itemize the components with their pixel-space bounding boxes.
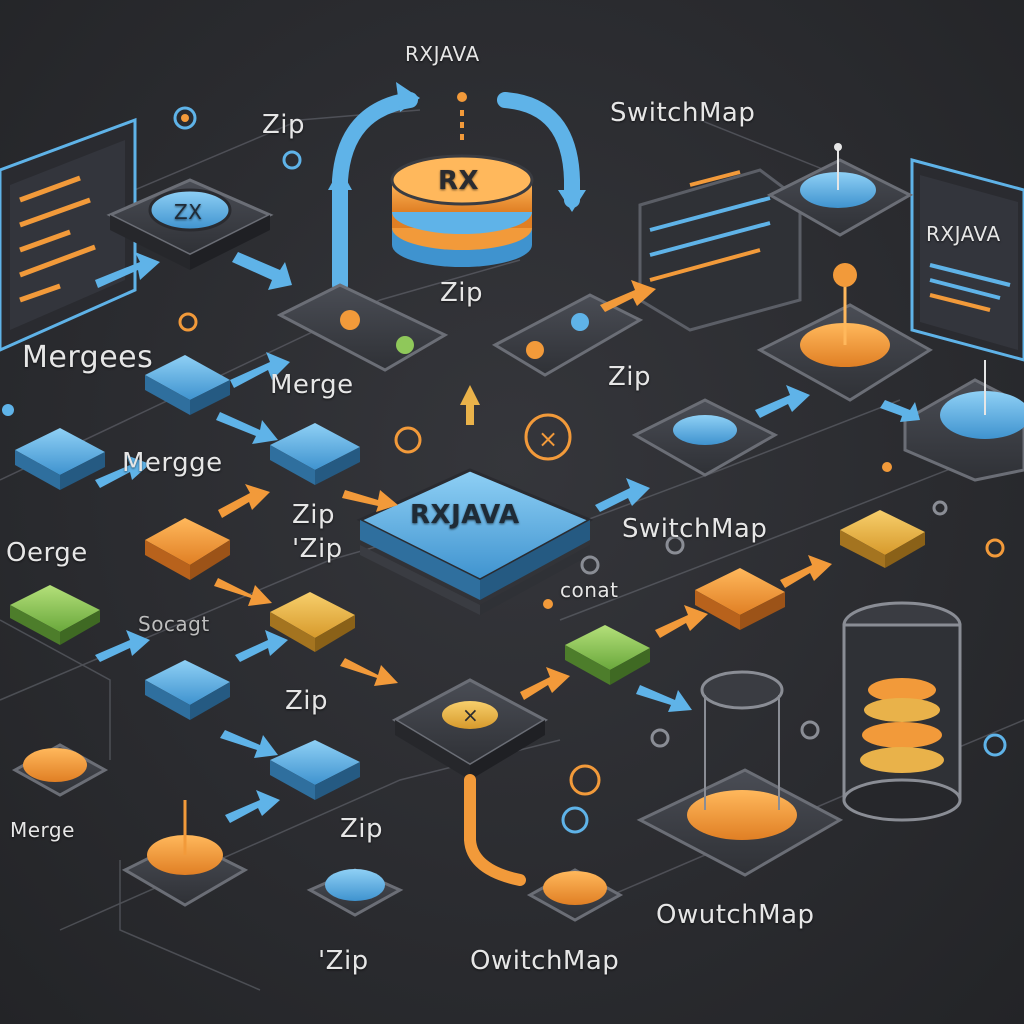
arrow-icon [396,82,420,112]
label-zip-bottom-left: 'Zip [318,946,369,976]
label-merge-bottom-left: Merge [10,818,75,842]
node-blue-zip-low [270,740,360,800]
label-socagt: Socagt [138,612,210,636]
circle-icon-group [2,106,1007,834]
node-top-right-blue [766,143,914,237]
arrows-yellow [460,385,480,425]
arrows-orange [214,280,832,700]
arrows-blue [95,252,920,823]
label-zip-mid1: Zip [292,500,336,530]
label-zip-top-left: Zip [262,110,306,140]
database-icon [842,601,962,822]
monitor-icon [0,117,137,352]
node-green-left [10,585,100,645]
database-icon [638,168,802,332]
label-switchmap-top: SwitchMap [610,98,756,128]
label-zip-bottom: Zip [340,814,384,844]
cross-icon: × [524,413,572,461]
node-orange-merge [145,518,230,580]
node-blue-merges [145,355,230,415]
node-blue-left [15,428,105,490]
node-dark-right-mid [631,398,779,477]
node-dark-slider-left [276,283,449,372]
database-icon [390,154,534,267]
node-orange-right [695,568,785,630]
label-owitchmap-bottom: OwitchMap [470,946,620,976]
bottom-orange-flow [464,774,526,886]
label-zip-center-top: Zip [440,278,484,308]
node-blue-merge [270,423,360,485]
node-dark-slider-right [491,293,644,377]
svg-text:×: × [538,425,558,453]
label-rxjava-center: RXJAVA [410,500,520,530]
rxjava-core-node [356,468,594,615]
label-rxjava-panel: RXJAVA [926,222,1001,246]
label-merge-mid: Merge [270,370,354,400]
label-mergge: Mergge [122,448,223,478]
label-rx-disc: RX [438,166,480,196]
label-zx-node: ZX [174,200,203,224]
label-zip-mid2: 'Zip [292,534,343,564]
svg-text:×: × [462,703,479,727]
cross-icon: × [391,678,549,780]
node-yellow-right [840,510,925,568]
label-zip-low: Zip [285,686,329,716]
pin-icon [756,263,933,402]
node-bottom-blue-disc [306,868,404,917]
node-zx [106,178,274,270]
pin-icon [121,800,249,907]
node-green-conat [565,625,650,685]
label-switchmap-right: SwitchMap [622,514,768,544]
pin-icon [903,360,1024,482]
label-conat: conat [560,578,619,602]
label-owutchmap-right: OwutchMap [656,900,815,930]
label-mergees: Mergees [22,340,154,375]
label-zip-right-mid: Zip [608,362,652,392]
arrow-icon [558,190,586,212]
node-yellow-zip [270,592,355,652]
node-left-orange-disc [11,743,109,797]
node-blue-lower [145,660,230,720]
circle-icon [457,92,467,102]
monitor-icon [910,158,1024,362]
label-oerge: Oerge [6,538,88,568]
arrow-icon [328,168,352,190]
node-platform-right [636,670,844,877]
label-rxjava-top: RXJAVA [405,42,480,66]
node-bottom-orange-disc [526,868,624,922]
